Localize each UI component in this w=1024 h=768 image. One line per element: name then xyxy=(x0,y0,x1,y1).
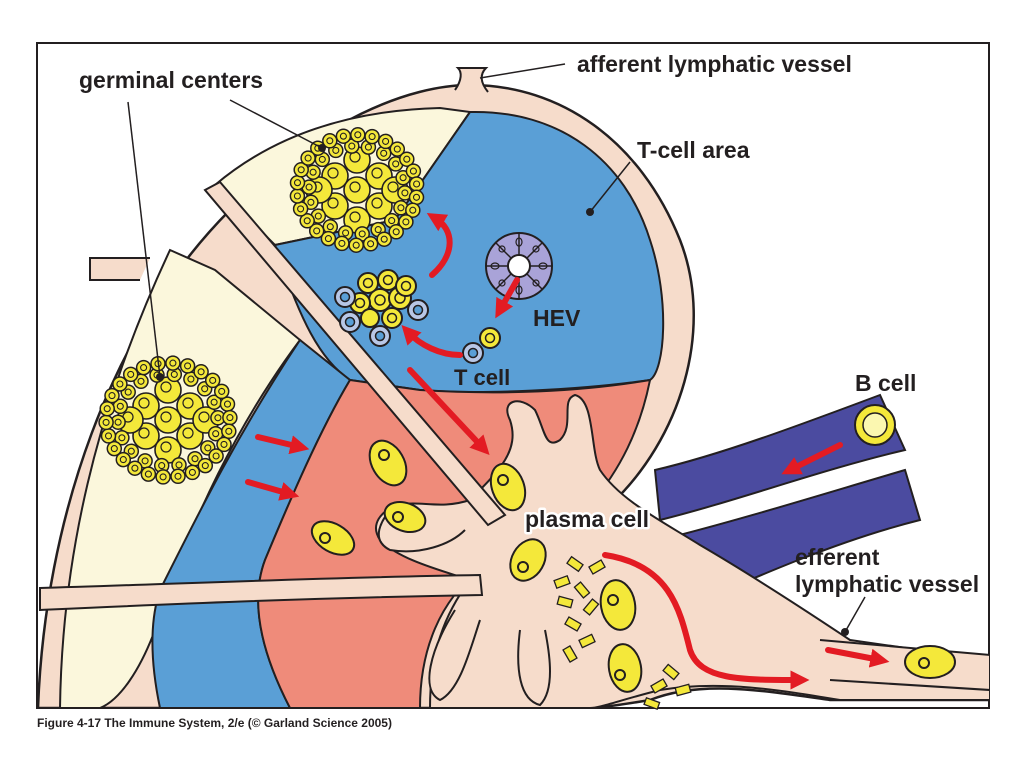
label-t-cell-area: T-cell area xyxy=(637,137,750,163)
antibodies xyxy=(553,555,692,710)
germinal-center-top xyxy=(289,127,425,253)
germinal-center-left xyxy=(98,355,238,485)
hev-vessel xyxy=(485,232,553,300)
plasma-cells xyxy=(310,439,956,693)
label-hev: HEV xyxy=(533,305,581,331)
migration-arrows xyxy=(245,213,890,690)
leader-lines xyxy=(127,63,866,633)
label-germinal-centers: germinal centers xyxy=(79,67,263,93)
label-efferent: efferent xyxy=(795,544,880,570)
t-cells xyxy=(462,327,501,364)
label-plasma-cell: plasma cell xyxy=(525,506,649,532)
label-plasma-cell-text: plasma cell xyxy=(525,506,649,532)
trabecula-diagonal xyxy=(203,180,507,527)
b-cell xyxy=(854,404,896,446)
hilum-region xyxy=(375,393,989,708)
figure-caption: Figure 4-17 The Immune System, 2/e (© Ga… xyxy=(37,716,392,730)
label-t-cell: T cell xyxy=(454,365,510,390)
activated-cell-cluster xyxy=(334,269,429,347)
label-afferent-lymphatic-vessel: afferent lymphatic vessel xyxy=(577,51,852,77)
label-b-cell: B cell xyxy=(855,370,916,396)
label-lymphatic-vessel: lymphatic vessel xyxy=(795,571,979,597)
afferent-vessel-stub xyxy=(454,67,489,93)
trabecula-horizontal xyxy=(39,573,484,612)
